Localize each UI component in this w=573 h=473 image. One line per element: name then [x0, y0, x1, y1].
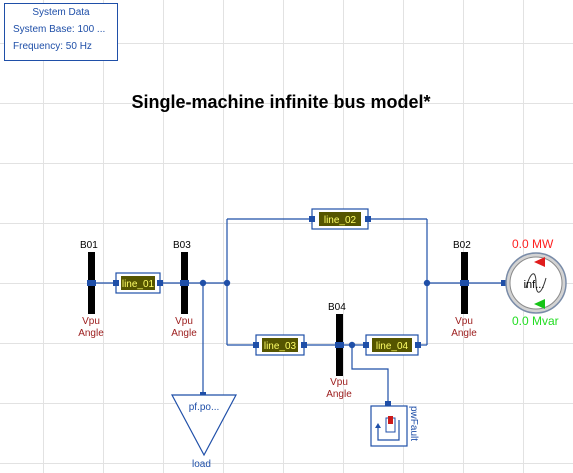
line-03-block[interactable]: line_03	[253, 334, 307, 356]
bus-b03-vpu: Vpu	[175, 316, 193, 327]
generator-reactive-power: 0.0 Mvar	[512, 314, 559, 328]
bus-name-b02: B02	[453, 240, 471, 251]
bus-b01-vpu: Vpu	[82, 316, 100, 327]
line-02-block[interactable]: line_02	[309, 208, 371, 230]
ground-return-icon	[377, 420, 400, 441]
bus-b03-measure: Vpu Angle	[168, 316, 200, 340]
system-data-box[interactable]: System Data System Base: 100 ... Frequen…	[4, 3, 118, 61]
bus-name-b03: B03	[173, 240, 191, 251]
bus-b01-angle: Angle	[78, 328, 104, 339]
fault-block[interactable]: pwFault	[370, 401, 419, 447]
load-block[interactable]: pf.po...	[171, 392, 237, 457]
wires	[91, 218, 505, 404]
bus-bars[interactable]	[88, 252, 468, 376]
diagram-title: Single-machine infinite bus model*	[131, 92, 431, 112]
line-04-label: line_04	[376, 341, 409, 352]
system-data-title: System Data	[32, 7, 90, 18]
load-block-label: pf.po...	[189, 402, 220, 413]
line-03-label: line_03	[264, 341, 297, 352]
bus-name-b01: B01	[80, 240, 98, 251]
load-name: load	[192, 459, 211, 470]
bus-b04-vpu: Vpu	[330, 377, 348, 388]
line-01-block[interactable]: line_01	[113, 272, 163, 294]
line-04-block[interactable]: line_04	[363, 334, 421, 356]
line-02-label: line_02	[324, 215, 357, 226]
mvar-arrow-icon	[534, 299, 545, 309]
mw-arrow-icon	[534, 257, 545, 267]
bus-b02-measure: Vpu Angle	[448, 316, 480, 340]
bus-b03-angle: Angle	[171, 328, 197, 339]
bus-b02-vpu: Vpu	[455, 316, 473, 327]
system-frequency: Frequency: 50 Hz	[13, 41, 92, 52]
line-01-label: line_01	[122, 279, 155, 290]
generator-label: inf...	[524, 279, 545, 291]
junctions	[199, 279, 431, 349]
bus-ports	[87, 280, 469, 348]
fault-name: pwFault	[408, 406, 419, 441]
bus-name-b04: B04	[328, 302, 346, 313]
sine-wave-icon	[525, 273, 547, 293]
generator-active-power: 0.0 MW	[512, 237, 554, 251]
bus-b02-angle: Angle	[451, 328, 477, 339]
infinite-source-generator[interactable]: inf...	[501, 252, 567, 314]
bus-b04-angle: Angle	[326, 389, 352, 400]
system-base: System Base: 100 ...	[13, 24, 106, 35]
bus-b04-measure: Vpu Angle	[323, 377, 355, 401]
bus-b01-measure: Vpu Angle	[75, 316, 107, 340]
